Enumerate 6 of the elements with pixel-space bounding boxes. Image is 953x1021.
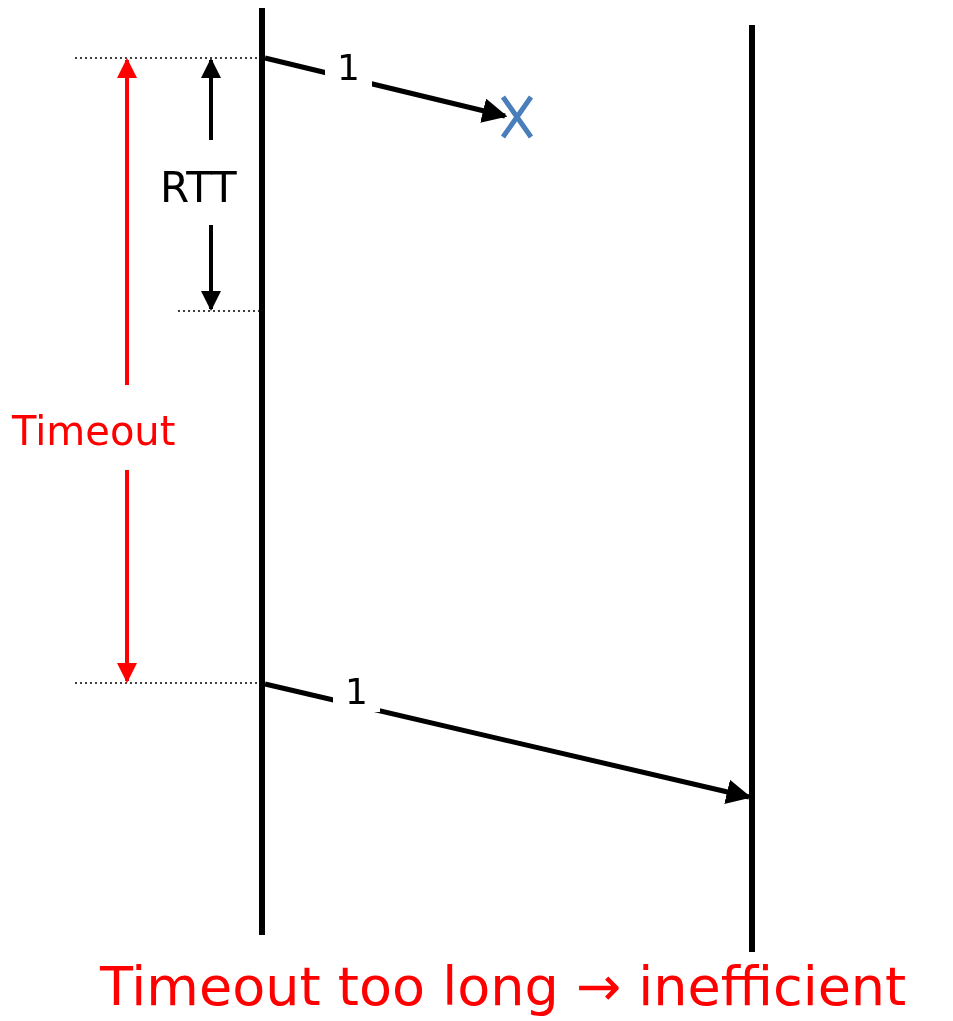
message-arrow (264, 681, 752, 805)
timeline-bar (259, 8, 265, 935)
caption: Timeout too long → inefficient (100, 960, 907, 1014)
timeline-bar (749, 25, 755, 952)
dimension-label: Timeout (12, 411, 176, 451)
lost-packet-cross (500, 94, 534, 140)
